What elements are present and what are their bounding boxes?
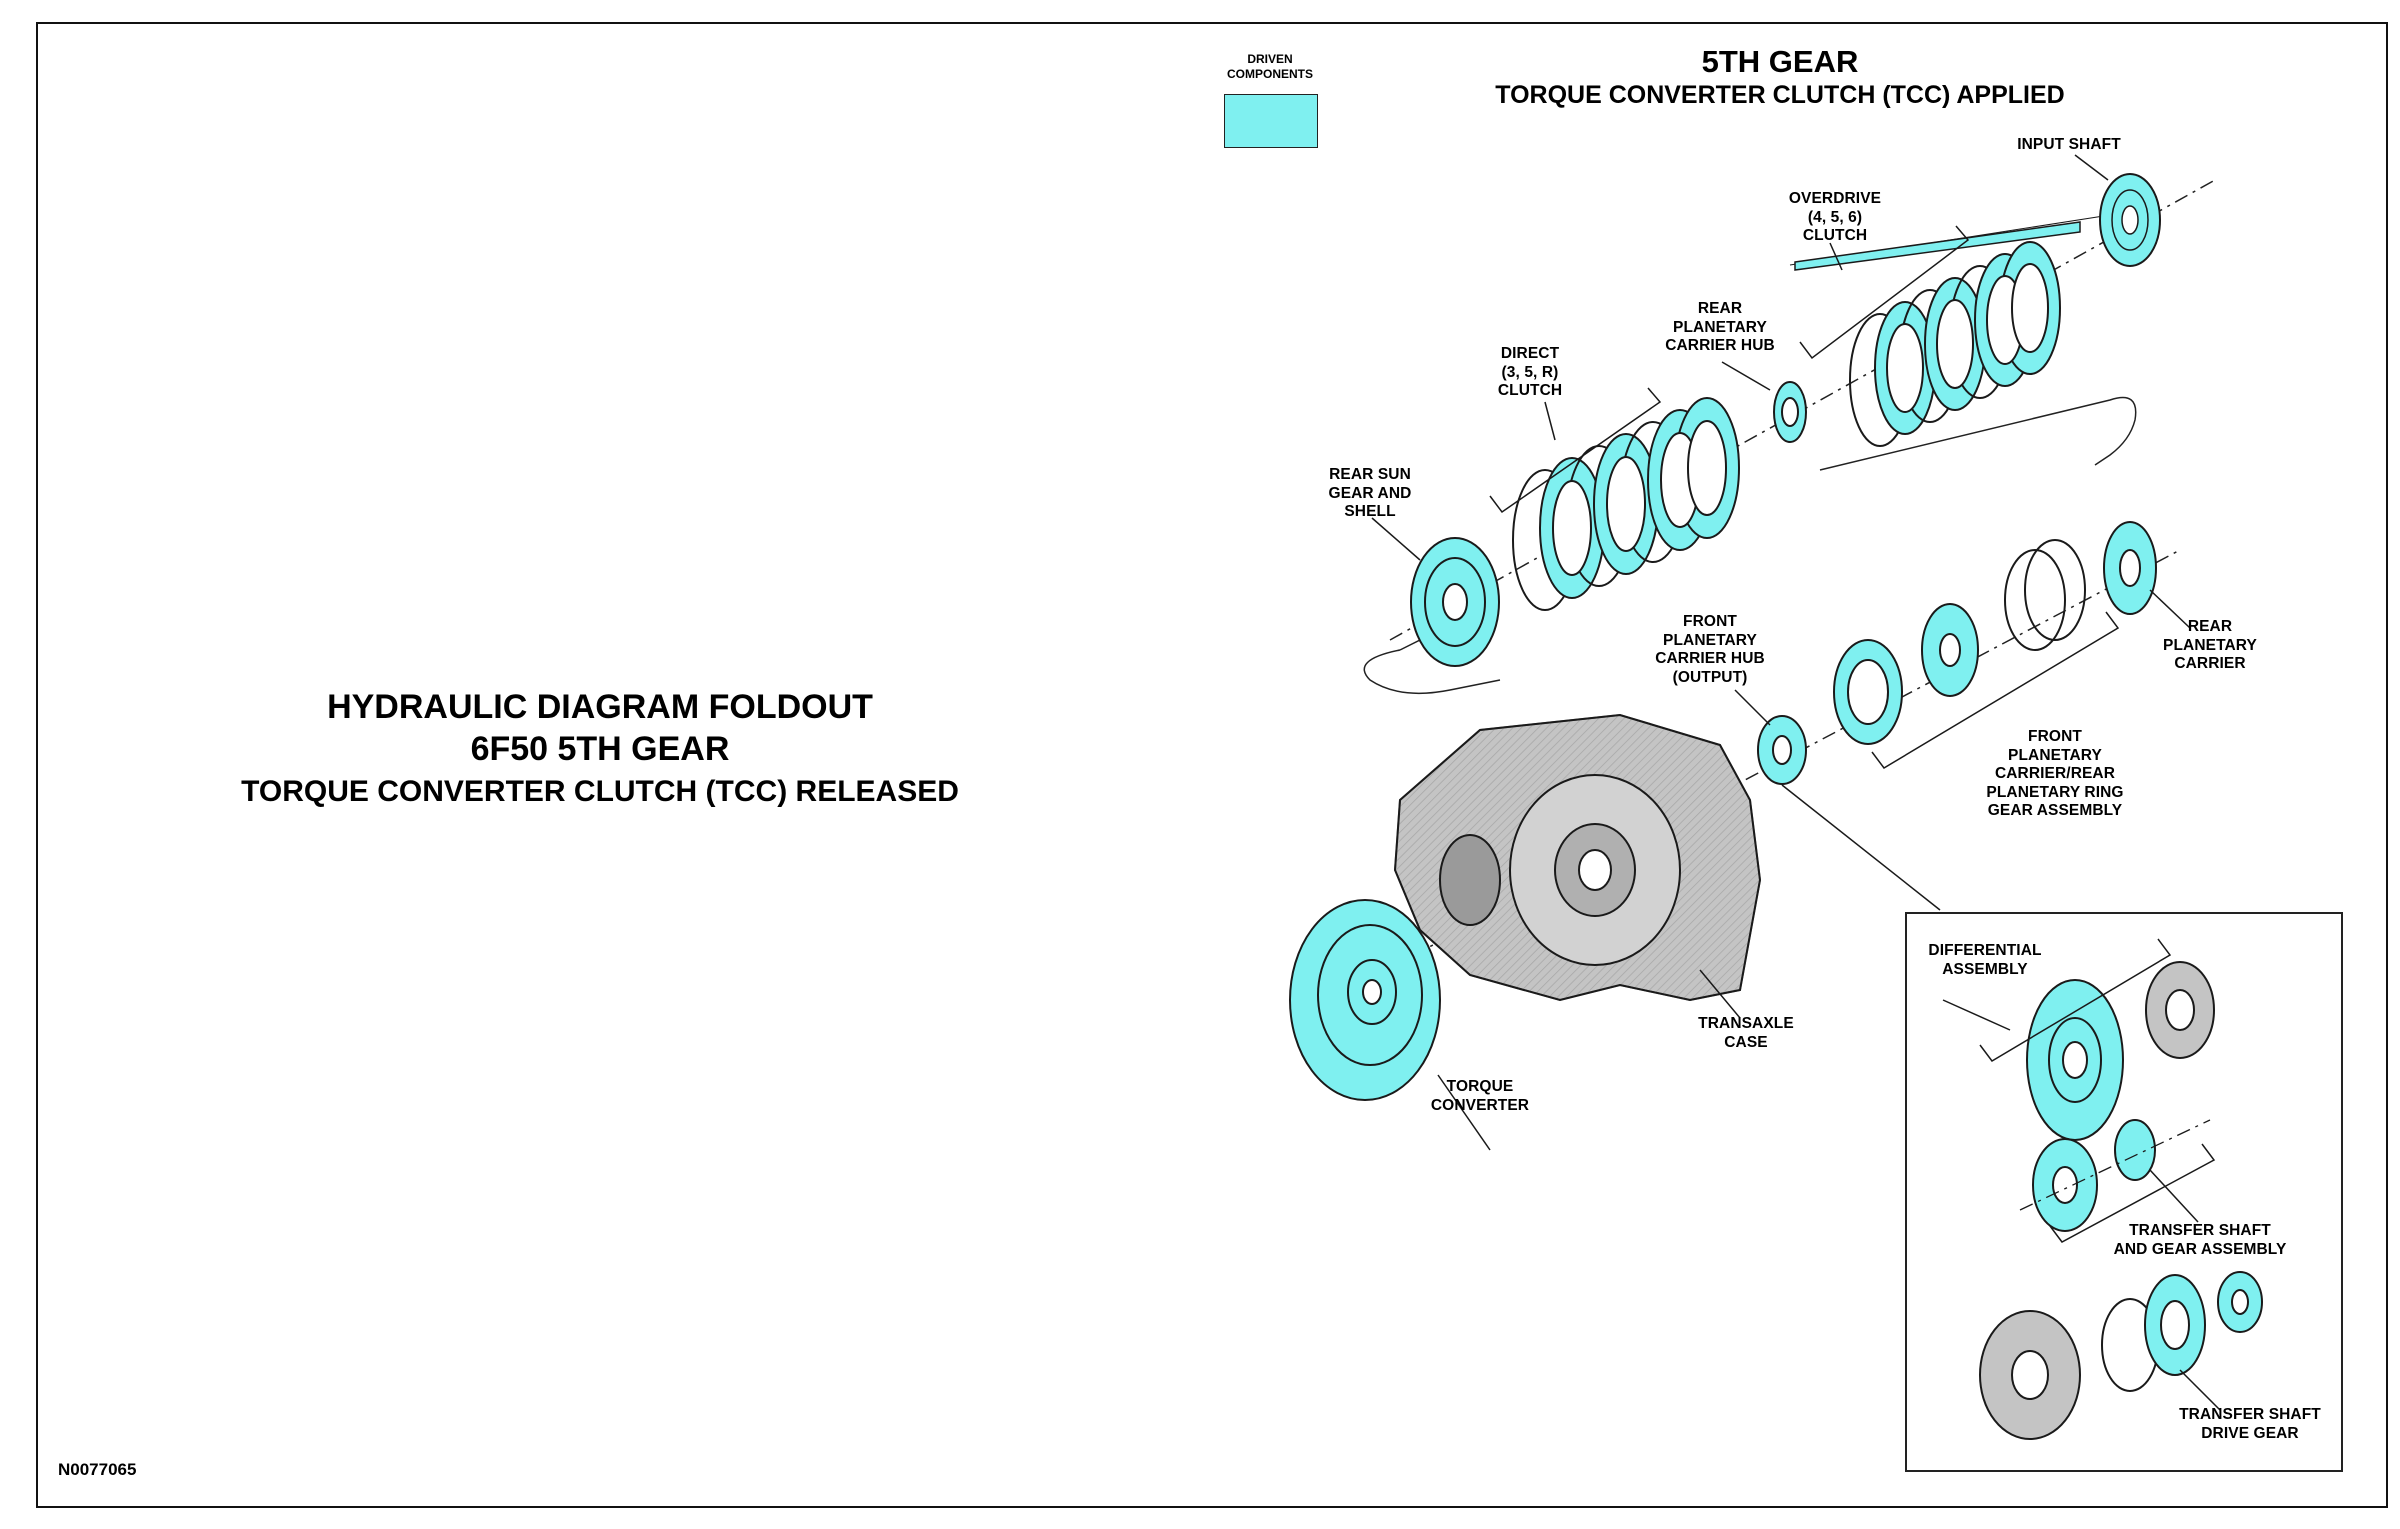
front-planetary-bracket: [1871, 611, 2120, 769]
label-input-shaft: INPUT SHAFT: [2017, 136, 2121, 153]
transfer-shaft-gear-icon: [2019, 1119, 2211, 1232]
final-drive-inset: [1905, 912, 2343, 1472]
label-rear-planetary-carrier: REAR PLANETARY CARRIER: [2163, 618, 2257, 672]
label-transfer-shaft-gear-assembly: TRANSFER SHAFT AND GEAR ASSEMBLY: [2113, 1222, 2287, 1258]
figure-code: N0077065: [58, 1460, 137, 1479]
label-rear-planetary-carrier-hub: REAR PLANETARY CARRIER HUB: [1665, 300, 1775, 354]
direct-clutch-pack-icon: [1512, 397, 1740, 611]
label-rear-sun-gear: REAR SUN GEAR AND SHELL: [1328, 466, 1412, 520]
label-direct-clutch: DIRECT (3, 5, R) CLUTCH: [1497, 345, 1563, 399]
right-title-line2: TORQUE CONVERTER CLUTCH (TCC) APPLIED: [1495, 81, 2065, 109]
front-planetary-assembly-icon: [1833, 603, 1979, 745]
label-front-planetary-assembly: FRONT PLANETARY CARRIER/REAR PLANETARY R…: [1986, 728, 2124, 819]
label-differential-assembly: DIFFERENTIAL ASSEMBLY: [1928, 942, 2042, 978]
rear-planetary-carrier-icon: [2103, 521, 2157, 615]
input-shaft-icon: [1789, 173, 2161, 271]
torque-converter-icon: [1289, 899, 1441, 1101]
label-torque-converter: TORQUE CONVERTER: [1430, 1078, 1530, 1114]
transfer-drive-gear-icon: [1979, 1271, 2263, 1440]
transfer-shaft-bracket: [2049, 1143, 2216, 1243]
left-title-line2: 6F50 5TH GEAR: [470, 730, 730, 768]
label-front-planetary-carrier-hub: FRONT PLANETARY CARRIER HUB (OUTPUT): [1655, 613, 1765, 686]
rear-sun-gear-icon: [1410, 537, 1500, 667]
differential-case-icon: [2145, 961, 2215, 1059]
front-planetary-carrier-hub-icon: [1757, 715, 1807, 785]
direct-bracket: [1489, 387, 1662, 514]
rear-planetary-carrier-hub-icon: [1773, 381, 1807, 443]
page-frame: [36, 22, 2388, 1508]
planetary-ring-parts-icon: [2004, 539, 2086, 651]
leader-lines: [1371, 154, 2221, 1411]
label-transaxle-case: TRANSAXLE CASE: [1698, 1015, 1794, 1051]
overdrive-clutch-pack-icon: [1849, 241, 2061, 447]
label-overdrive-clutch: OVERDRIVE (4, 5, 6) CLUTCH: [1788, 190, 1882, 244]
label-transfer-shaft-drive-gear: TRANSFER SHAFT DRIVE GEAR: [2179, 1406, 2321, 1442]
left-title-line3: TORQUE CONVERTER CLUTCH (TCC) RELEASED: [241, 775, 959, 808]
differential-ring-gear-icon: [2026, 979, 2124, 1141]
legend-swatch: [1224, 94, 1318, 148]
transaxle-case-icon: [1393, 713, 1762, 1002]
legend-label: DRIVEN COMPONENTS: [1226, 52, 1313, 81]
differential-bracket: [1979, 938, 2172, 1062]
right-title-line1: 5TH GEAR: [1701, 44, 1859, 79]
left-title-line1: HYDRAULIC DIAGRAM FOLDOUT: [327, 688, 873, 726]
overdrive-bracket: [1799, 225, 1970, 360]
